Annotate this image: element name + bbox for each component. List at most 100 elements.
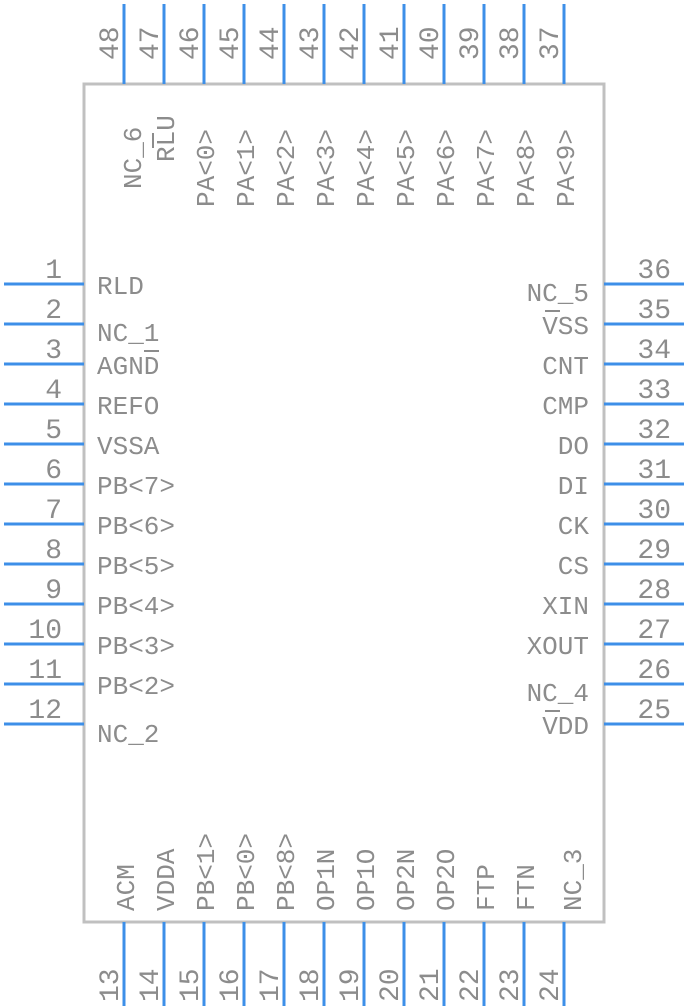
pin-21-name-op2o: OP2O: [432, 849, 462, 911]
pin-36-name-nc-5: NC_5: [527, 279, 589, 309]
pin-30-number: 30: [637, 496, 671, 527]
pin-15-number: 15: [176, 968, 207, 1002]
pin-10-number: 10: [28, 616, 62, 647]
pin-40-name-pa-6: PA<6>: [432, 129, 462, 207]
pin-19-name-op1o: OP1O: [352, 849, 382, 911]
pin-11-number: 11: [28, 656, 62, 687]
pin-43-number: 43: [296, 26, 327, 60]
pin-14-number: 14: [136, 968, 167, 1002]
pin-18-name-op1n: OP1N: [312, 849, 342, 911]
pin-9-number: 9: [45, 576, 62, 607]
pin-35-number: 35: [637, 296, 671, 327]
pin-36-number: 36: [637, 256, 671, 287]
pin-41-name-pa-5: PA<5>: [392, 129, 422, 207]
pin-38-name-pa-8: PA<8>: [512, 129, 542, 207]
pin-44-name-pa-2: PA<2>: [272, 129, 302, 207]
pin-23-number: 23: [496, 968, 527, 1002]
pin-27-number: 27: [637, 616, 671, 647]
pin-12-name-nc-2: NC_2: [97, 720, 159, 750]
pin-24-name-nc-3: NC_3: [559, 849, 589, 911]
pin-45-name-pa-1: PA<1>: [232, 129, 262, 207]
pin-22-number: 22: [456, 968, 487, 1002]
pin-31-number: 31: [637, 456, 671, 487]
pin-46-name-pa-0: PA<0>: [192, 129, 222, 207]
pin-42-name-pa-4: PA<4>: [352, 129, 382, 207]
pin-38-number: 38: [496, 26, 527, 60]
pin-12-number: 12: [28, 696, 62, 727]
pin-8-name-pb-5: PB<5>: [97, 552, 175, 582]
pin-28-name-xin: XIN: [542, 592, 589, 622]
pin-42-number: 42: [336, 26, 367, 60]
pin-48-number: 48: [96, 26, 127, 60]
pin-41-number: 41: [376, 26, 407, 60]
pin-24-number: 24: [536, 968, 567, 1002]
pin-43-name-pa-3: PA<3>: [312, 129, 342, 207]
pin-17-name-pb-8: PB<8>: [272, 833, 302, 911]
pin-44-number: 44: [256, 26, 287, 60]
pin-18-number: 18: [296, 968, 327, 1002]
pin-37-name-pa-9: PA<9>: [552, 129, 582, 207]
pin-19-number: 19: [336, 968, 367, 1002]
pin-13-name-acm: ACM: [112, 864, 142, 911]
pin-33-number: 33: [637, 376, 671, 407]
pin-8-number: 8: [45, 536, 62, 567]
pin-27-name-xout: XOUT: [527, 632, 589, 662]
pin-7-number: 7: [45, 496, 62, 527]
pin-14-name-vdda: VDDA: [152, 848, 182, 911]
pin-40-number: 40: [416, 26, 447, 60]
pin-35-name-vss: VSS: [542, 312, 589, 342]
overbar-group: [144, 133, 560, 712]
pin-22-name-ftp: FTP: [472, 864, 502, 911]
pin-28-number: 28: [637, 576, 671, 607]
pin-17-number: 17: [256, 968, 287, 1002]
pin-10-name-pb-3: PB<3>: [97, 632, 175, 662]
pin-29-name-cs: CS: [558, 552, 589, 582]
pin-16-number: 16: [216, 968, 247, 1002]
pin-45-number: 45: [216, 26, 247, 60]
pin-48-name-nc-6: NC_6: [119, 127, 149, 189]
pin-34-name-cnt: CNT: [542, 352, 589, 382]
pin-25-name-vdd: VDD: [542, 712, 589, 742]
pin-46-number: 46: [176, 26, 207, 60]
pin-29-number: 29: [637, 536, 671, 567]
pin-47-number: 47: [136, 26, 167, 60]
pin-6-number: 6: [45, 456, 62, 487]
pin-2-number: 2: [45, 296, 62, 327]
pin-20-name-op2n: OP2N: [392, 849, 422, 911]
pin-4-name-refo: REFO: [97, 392, 159, 422]
pin-26-name-nc-4: NC_4: [527, 679, 589, 709]
pin-26-number: 26: [637, 656, 671, 687]
pin-6-name-pb-7: PB<7>: [97, 472, 175, 502]
bottom-pin-group: 13 ACM 14 VDDA 15 PB<1> 16 PB<0> 17 PB<8> 18 OP1N 19…: [96, 833, 589, 1006]
pin-33-name-cmp: CMP: [542, 392, 589, 422]
pin-11-name-pb-2: PB<2>: [97, 672, 175, 702]
pin-7-name-pb-6: PB<6>: [97, 512, 175, 542]
pin-30-name-ck: CK: [558, 512, 590, 542]
pin-3-name-agnd: AGND: [97, 352, 159, 382]
pin-37-number: 37: [536, 26, 567, 60]
pin-20-number: 20: [376, 968, 407, 1002]
pin-31-name-di: DI: [558, 472, 589, 502]
pin-9-name-pb-4: PB<4>: [97, 592, 175, 622]
pin-32-number: 32: [637, 416, 671, 447]
pin-2-name-nc-1: NC_1: [97, 319, 159, 349]
pin-16-name-pb-0: PB<0>: [232, 833, 262, 911]
pin-47-name-rlu: RLU: [152, 115, 182, 162]
pin-15-name-pb-1: PB<1>: [192, 833, 222, 911]
pin-3-number: 3: [45, 336, 62, 367]
pin-5-number: 5: [45, 416, 62, 447]
pin-21-number: 21: [416, 968, 447, 1002]
pin-34-number: 34: [637, 336, 671, 367]
pin-13-number: 13: [96, 968, 127, 1002]
pin-39-name-pa-7: PA<7>: [472, 129, 502, 207]
pin-1-name-rld: RLD: [97, 272, 144, 302]
pin-32-name-do: DO: [558, 432, 589, 462]
pin-39-number: 39: [456, 26, 487, 60]
pin-23-name-ftn: FTN: [512, 864, 542, 911]
pin-25-number: 25: [637, 696, 671, 727]
pin-5-name-vssa: VSSA: [97, 432, 160, 462]
